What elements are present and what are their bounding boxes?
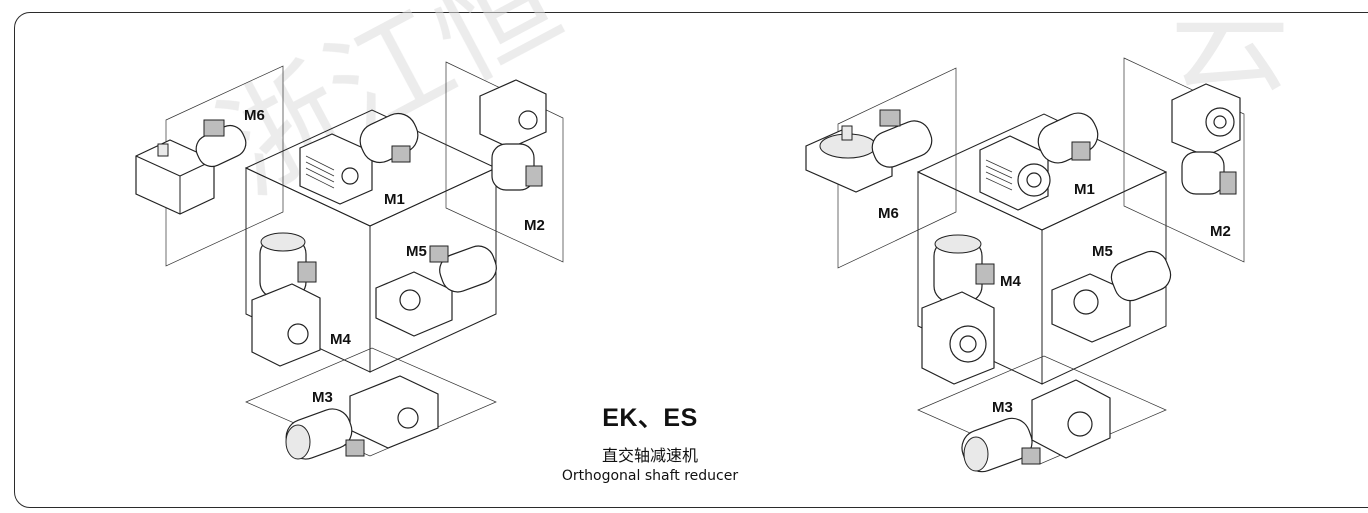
left-cube-right	[369, 167, 497, 373]
right-label-m3: M3	[992, 399, 1013, 416]
product-name-en: Orthogonal shaft reducer	[561, 468, 739, 484]
left-label-m2: M2	[524, 217, 545, 234]
right-cube-right	[1041, 171, 1167, 385]
left-gear-unit-m4	[251, 232, 321, 367]
right-mounting-diagram: M6 M1 M2 M5 M4 M3	[805, 57, 1245, 473]
right-label-m6: M6	[878, 205, 899, 222]
right-gear-unit-m4	[921, 234, 995, 385]
left-gear-unit-m2	[479, 79, 547, 191]
left-label-m4: M4	[330, 331, 351, 348]
product-name-cn: 直交轴减速机	[601, 446, 698, 465]
right-plane-m6	[837, 67, 957, 269]
right-label-m1: M1	[1074, 181, 1095, 198]
product-title-block: EK、ES 直交轴减速机 Orthogonal shaft reducer	[540, 398, 760, 484]
left-label-m6: M6	[244, 107, 265, 124]
right-label-m5: M5	[1092, 243, 1113, 260]
right-gear-unit-m2	[1171, 83, 1241, 195]
content-frame	[14, 12, 1368, 508]
left-label-m5: M5	[406, 243, 427, 260]
left-gear-unit-m5	[375, 245, 497, 337]
right-label-m4: M4	[1000, 273, 1021, 290]
watermark-text-right: 云	[1170, 0, 1290, 109]
right-gear-unit-m1	[979, 112, 1099, 211]
right-gear-unit-m5	[1051, 250, 1172, 343]
left-label-m1: M1	[384, 191, 405, 208]
right-label-m2: M2	[1210, 223, 1231, 240]
left-mounting-diagram: M6 M1 M2 M5 M4 M3	[135, 61, 564, 460]
left-gear-unit-m1	[299, 112, 419, 205]
left-label-m3: M3	[312, 389, 333, 406]
model-title: EK、ES	[602, 404, 698, 432]
right-gear-unit-m3	[961, 379, 1111, 473]
left-gear-unit-m6	[135, 119, 247, 215]
left-gear-unit-m3	[285, 375, 439, 460]
left-plane-m6	[165, 65, 284, 267]
right-gear-unit-m6	[805, 109, 933, 193]
